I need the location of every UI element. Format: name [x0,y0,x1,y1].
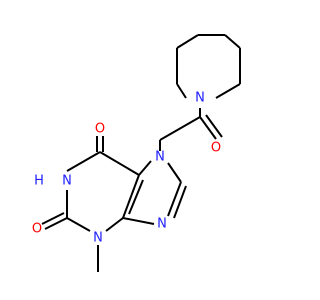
atom-o-left: O [32,222,42,237]
bond-c2-o-2 [41,212,65,225]
atom-o-carbonyl: O [211,141,221,156]
bond-pip-1 [176,34,199,49]
atom-n-imidazole-bottom: N [157,217,167,232]
bond-pip-3 [224,34,241,49]
bond-n3-c4 [105,217,124,232]
bond-c4-c5-2 [128,179,144,215]
bond-carbonyl-o-2 [205,114,223,138]
bond-c5-n7 [138,160,152,176]
bond-carbonyl-ch2 [159,116,201,141]
bond-n9-c4 [122,217,155,225]
bond-c5-c6 [99,151,140,176]
atom-n-methyl: N [93,231,103,246]
bond-c2-o-1 [44,217,68,230]
bond-c2-n3 [66,217,91,232]
bond-carbonyl-o-1 [199,116,217,140]
bond-pip-5 [215,83,241,99]
bond-c6-n1 [66,151,101,172]
atom-o-top: O [95,122,105,137]
atom-nh-n: N [62,174,72,189]
bond-pip-6 [176,83,187,99]
molecule-diagram: O H N O N N N O N [31,34,241,272]
bond-c8-n9-1 [167,181,182,217]
atom-nh-h: H [34,174,44,189]
bonds [41,34,241,272]
bond-c8-n9-2 [173,185,187,219]
atom-labels: O H N O N N N O N [32,91,221,246]
bond-n7-c8 [167,162,182,183]
bond-c4-c5-1 [122,174,140,219]
atom-n-imidazole-top: N [155,150,165,165]
atom-n-piperidine: N [195,91,205,106]
